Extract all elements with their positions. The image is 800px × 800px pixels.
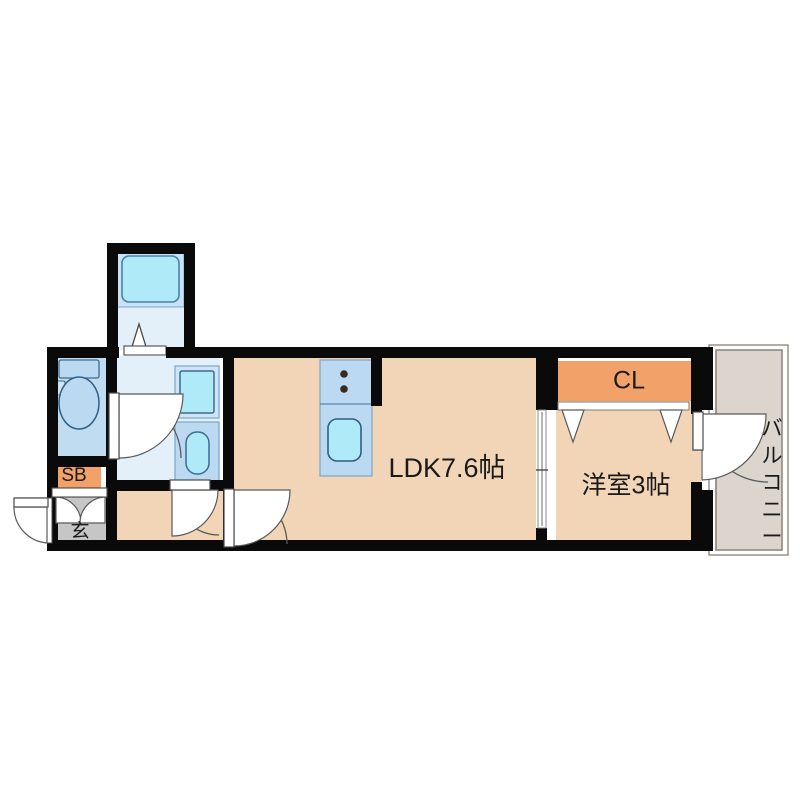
genkan-door-header bbox=[51, 487, 108, 498]
bathroom-door-threshold bbox=[123, 345, 167, 356]
balcony-label-char-2: コ bbox=[762, 472, 783, 495]
stove-burner-icon bbox=[340, 370, 348, 378]
balcony-door-sweep-group bbox=[692, 411, 767, 481]
toilet-tank-icon bbox=[58, 359, 100, 379]
balcony-door-leaf-top bbox=[692, 411, 704, 451]
toilet-door-leaf-top bbox=[108, 392, 120, 460]
wall-bath-top bbox=[107, 243, 195, 254]
closet-fill bbox=[556, 361, 701, 401]
ldk-label: LDK7.6帖 bbox=[388, 453, 505, 483]
wall-kitchen-stub bbox=[371, 358, 382, 406]
wall-bottom-outer bbox=[47, 540, 713, 551]
wall-bath-right bbox=[184, 243, 195, 355]
balcony-label-char-4: ー bbox=[762, 526, 783, 549]
wall-closet-right bbox=[691, 356, 702, 410]
wall-washroom-bottom bbox=[117, 480, 173, 491]
entrance-door-sweep bbox=[13, 506, 48, 544]
wall-ldk-bedroom-upper bbox=[536, 356, 547, 410]
door-sweeps-overlay bbox=[13, 392, 291, 548]
bathtub-icon bbox=[121, 255, 180, 303]
wall-right-outer-lower bbox=[702, 490, 713, 551]
wall-closet-left bbox=[547, 356, 558, 410]
toilet-bowl-icon bbox=[58, 376, 100, 430]
entrance-door-leaf-top bbox=[13, 497, 49, 508]
balcony-label-char-0: バ bbox=[762, 418, 783, 441]
wall-toilet-bottom bbox=[47, 456, 117, 467]
balcony-label-char-3: ニ bbox=[762, 499, 783, 522]
wall-left-outer bbox=[47, 347, 58, 551]
wall-top-main bbox=[231, 347, 713, 358]
wall-washroom-ldk bbox=[223, 356, 234, 481]
wall-ldk-bedroom-lower bbox=[536, 528, 547, 551]
wall-washroom-bottom-2 bbox=[206, 480, 234, 491]
balcony-label-char-1: ル bbox=[762, 445, 783, 468]
wall-top-left-segment bbox=[47, 347, 119, 358]
washing-machine-icon bbox=[179, 370, 215, 414]
shoe-box-label: SB bbox=[61, 465, 86, 486]
toilet-door-sweep bbox=[118, 393, 184, 459]
balcony-door-sweep bbox=[701, 413, 767, 481]
wall-bedroom-right-lower bbox=[691, 482, 702, 551]
vanity-sink-icon bbox=[185, 431, 210, 475]
wall-right-outer-upper bbox=[702, 347, 713, 410]
wall-genkan-right bbox=[106, 467, 117, 551]
closet-folding-door-left-icon bbox=[561, 409, 585, 444]
wall-top-washroom bbox=[166, 347, 234, 358]
bedroom-label: 洋室3帖 bbox=[582, 472, 671, 500]
ldk-door-leaf-top bbox=[223, 488, 235, 548]
wall-bedroom-right-upper bbox=[691, 400, 702, 414]
wall-bath-left bbox=[107, 243, 118, 355]
genkan-door-sweep-right bbox=[79, 496, 106, 524]
closet-folding-door-right-icon bbox=[659, 409, 683, 444]
kitchen-sink-icon bbox=[327, 418, 362, 462]
genkan-label: 玄 bbox=[70, 520, 89, 542]
corridor-door-sweep bbox=[171, 489, 219, 537]
closet-door-track bbox=[557, 401, 690, 411]
ldk-door-sweep bbox=[233, 489, 291, 547]
room-labels: LDK7.6帖 洋室3帖 CL SB 玄 バ ル コ ニ ー bbox=[61, 367, 782, 549]
walls bbox=[47, 243, 713, 551]
corridor-door-leaf-top bbox=[169, 479, 211, 491]
closet-label: CL bbox=[613, 367, 645, 395]
stove-burner-icon bbox=[340, 385, 348, 393]
balcony-label: バ ル コ ニ ー bbox=[762, 418, 783, 549]
